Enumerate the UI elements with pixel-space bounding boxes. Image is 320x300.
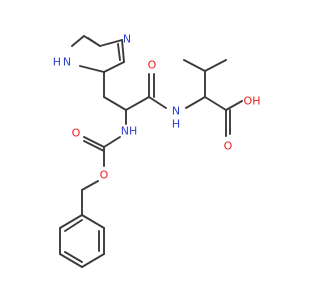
amide-nh-h-label: H (172, 118, 180, 131)
carbamate-carbonyl-oxygen-label: O (72, 127, 81, 140)
acid-oxygen-label: O (224, 140, 233, 153)
acid-oh-label: OH (244, 95, 261, 108)
amide-nh-label: N (172, 105, 180, 118)
molecule-canvas: N H N O N H OH O NH O O (53, 33, 261, 268)
backbone (103, 59, 243, 137)
ring-n-label: N (123, 33, 131, 46)
ring-nh-label: N (63, 56, 71, 69)
carbamate-nh-label: NH (121, 125, 138, 138)
carbamate-ester-oxygen-label: O (100, 169, 109, 182)
carbamate-group (81, 109, 127, 216)
imidazole-ring (71, 35, 125, 73)
structure-diagram: N H N O N H OH O NH O O (53, 33, 261, 268)
ring-nh-h-label: H (53, 56, 61, 69)
benzene-ring (59, 214, 105, 268)
amide-oxygen-label: O (148, 59, 157, 72)
